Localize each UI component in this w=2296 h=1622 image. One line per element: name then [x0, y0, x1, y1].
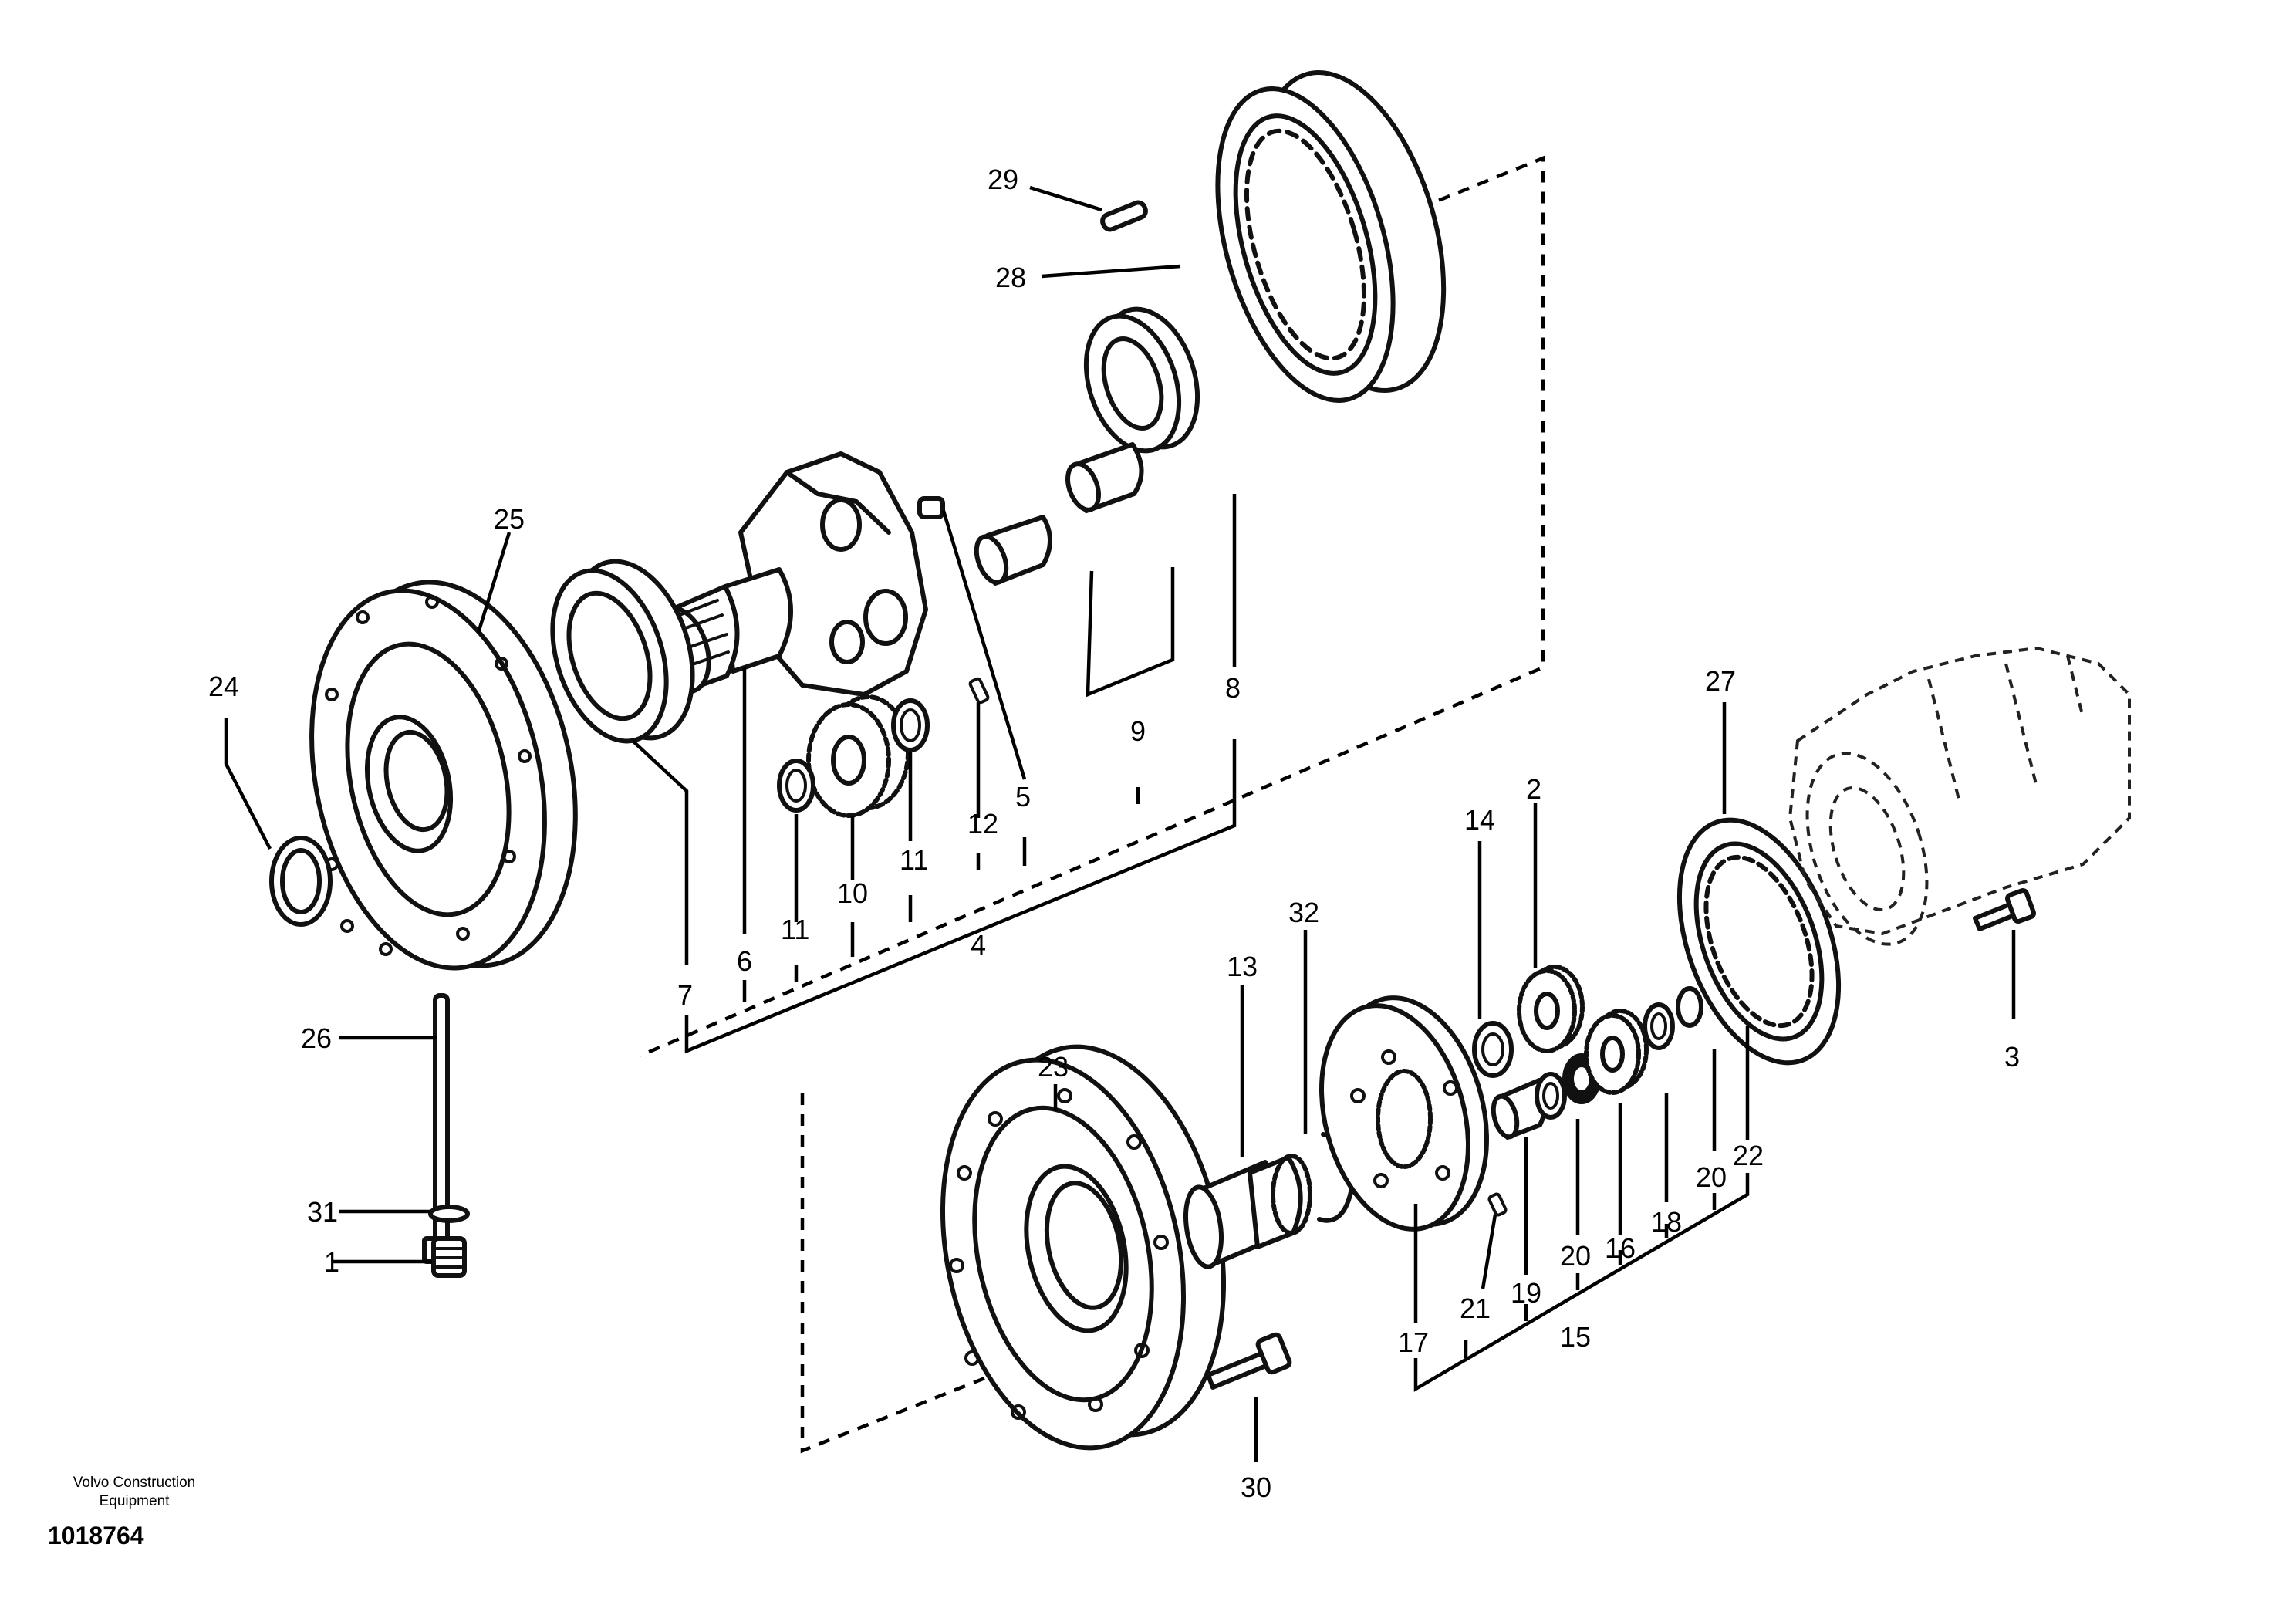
label-part-21: 21: [1460, 1293, 1491, 1324]
label-part-19: 19: [1511, 1277, 1541, 1309]
ring-gear-part-27: [1676, 817, 1842, 1066]
plug-part-5: [917, 496, 945, 519]
label-part-26: 26: [301, 1022, 332, 1054]
planet-gear-part-2: [1517, 965, 1585, 1053]
upper-assembly-dashed-outline: [640, 155, 1545, 1058]
label-part-11a: 11: [781, 914, 809, 945]
cover-plate-part-25: [309, 580, 578, 971]
snap-ring-part-22: [1676, 986, 1703, 1028]
label-part-17: 17: [1398, 1326, 1429, 1358]
drawing-number: 1018764: [48, 1522, 144, 1549]
plug-part-1: [431, 1236, 467, 1278]
footer-company-line2: Equipment: [99, 1493, 170, 1509]
label-part-15: 15: [1560, 1321, 1591, 1353]
label-part-7: 7: [677, 979, 693, 1011]
label-part-28: 28: [995, 262, 1026, 293]
label-part-10: 10: [837, 877, 868, 909]
travel-motor-ghost-outline: [1788, 646, 2131, 946]
pin-part-4: [968, 677, 990, 705]
bolt-part-3: [1973, 888, 2036, 931]
label-part-14: 14: [1464, 804, 1495, 836]
label-part-5: 5: [1015, 781, 1031, 813]
pin-part-21: [1487, 1192, 1508, 1217]
sun-shaft-part-13: [1183, 1154, 1312, 1269]
label-part-11b: 11: [900, 844, 928, 876]
thrust-washer-part-20b: [1643, 1002, 1675, 1050]
label-part-23: 23: [1038, 1051, 1069, 1083]
thrust-washer-part-11b: [891, 698, 930, 752]
housing-part-23: [940, 1044, 1227, 1451]
label-part-30: 30: [1241, 1472, 1271, 1503]
footer-company: Volvo Construction Equipment: [45, 1474, 224, 1511]
bolt-part-30: [1206, 1332, 1292, 1390]
bearing-part-8: [1083, 306, 1200, 454]
label-part-2: 2: [1526, 773, 1541, 805]
label-part-24: 24: [208, 671, 239, 702]
label-part-31: 31: [307, 1196, 338, 1228]
label-part-1: 1: [324, 1246, 339, 1278]
label-part-22: 22: [1733, 1140, 1764, 1171]
footer-company-line1: Volvo Construction: [73, 1475, 196, 1491]
seal-part-24: [269, 836, 333, 927]
label-part-25: 25: [494, 503, 525, 535]
pin-part-29: [1100, 200, 1148, 232]
planet-gear-part-10: [806, 694, 910, 818]
lower-assembly-dashed-outline: [800, 1093, 1143, 1454]
planet-pins-part-9: [974, 442, 1144, 586]
label-part-9: 9: [1130, 715, 1146, 747]
label-part-27: 27: [1705, 665, 1736, 697]
label-part-6: 6: [737, 945, 752, 977]
label-part-32: 32: [1288, 897, 1319, 928]
thrust-washer-part-11a: [777, 759, 815, 813]
part-number-labels: 29 28 25 24 8 9 5 12 11 10 11 6 7 4 26 3…: [208, 164, 2020, 1503]
label-part-29: 29: [988, 164, 1018, 195]
washer-part-14: [1472, 1021, 1514, 1078]
label-part-3: 3: [2004, 1041, 2020, 1073]
label-part-18: 18: [1651, 1206, 1682, 1238]
thrust-washer-part-20a: [1535, 1072, 1567, 1120]
washer-part-31: [428, 1205, 470, 1223]
label-part-4: 4: [971, 929, 986, 961]
planet-carrier-part-17: [1319, 995, 1489, 1232]
bearing-part-7: [550, 559, 695, 744]
leader-lines: [224, 185, 2016, 1462]
planet-gear-part-18: [1584, 1009, 1649, 1095]
label-part-13: 13: [1227, 951, 1258, 982]
label-part-20a: 20: [1560, 1240, 1591, 1272]
label-part-20b: 20: [1696, 1161, 1727, 1193]
label-part-16: 16: [1605, 1232, 1636, 1264]
label-part-8: 8: [1225, 672, 1241, 704]
ring-gear-part-28: [1215, 70, 1447, 403]
label-part-12: 12: [967, 808, 998, 840]
